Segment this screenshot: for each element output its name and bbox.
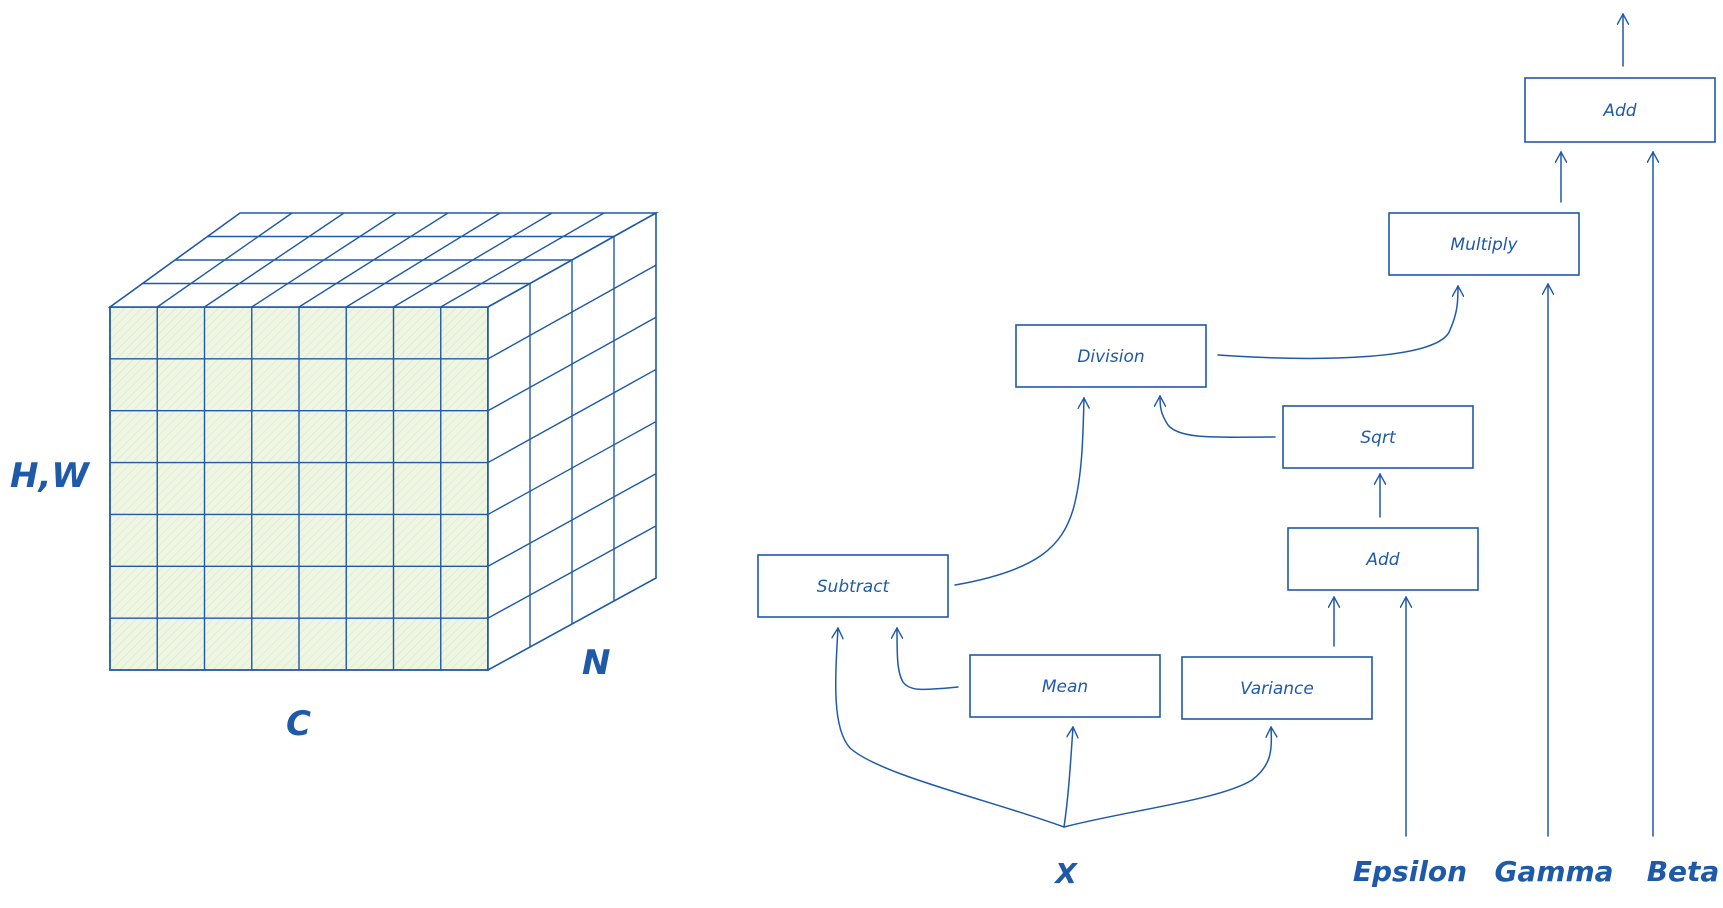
node-add-mid-label: Add [1365,550,1399,570]
cube-top-grid [142,212,614,308]
node-division-label: Division [1077,347,1144,367]
right-grid-row-line [487,316,657,412]
graph-nodes: Add Multiply Division Sqrt Add Subtract … [757,77,1716,720]
input-beta: Beta [1647,855,1720,888]
input-epsilon: Epsilon [1353,855,1467,888]
node-multiply-label: Multiply [1450,235,1518,255]
label-channel: C [286,704,311,744]
right-grid-row-line [487,473,657,567]
node-subtract: Subtract [757,554,949,618]
node-sqrt-label: Sqrt [1360,428,1397,448]
node-subtract-label: Subtract [817,577,891,597]
edge-x-to-mean [1063,727,1073,828]
right-grid-row-line [487,368,657,464]
node-mean-label: Mean [1042,677,1088,697]
edge-x-to-variance [1063,727,1271,828]
node-variance-label: Variance [1240,679,1314,699]
input-x: X [1053,857,1078,890]
node-mean: Mean [969,654,1161,718]
node-add-top: Add [1524,77,1716,143]
graph-edges [836,14,1653,837]
edge-subtract-to-division [954,398,1084,586]
cube-front-grid [110,307,488,670]
label-height-width: H,W [10,456,90,496]
node-add-mid: Add [1287,527,1479,591]
edge-mean-to-subtract [897,628,959,691]
tensor-cube [107,211,660,672]
right-grid-row-line [487,264,657,360]
right-grid-row-line [487,525,657,619]
right-grid-row-line [487,420,657,516]
edge-x-to-subtract [836,628,1065,828]
node-add-top-label: Add [1602,101,1636,121]
graph-inputs: X Epsilon Gamma Beta [1053,855,1719,890]
edge-division-to-multiply [1217,286,1458,360]
cube-right-grid [487,236,657,647]
node-sqrt: Sqrt [1282,405,1474,469]
edge-sqrt-to-division [1160,396,1276,438]
node-variance: Variance [1181,656,1373,720]
node-division: Division [1015,324,1207,388]
label-batch: N [582,643,610,683]
node-multiply: Multiply [1388,212,1580,276]
input-gamma: Gamma [1494,855,1613,888]
